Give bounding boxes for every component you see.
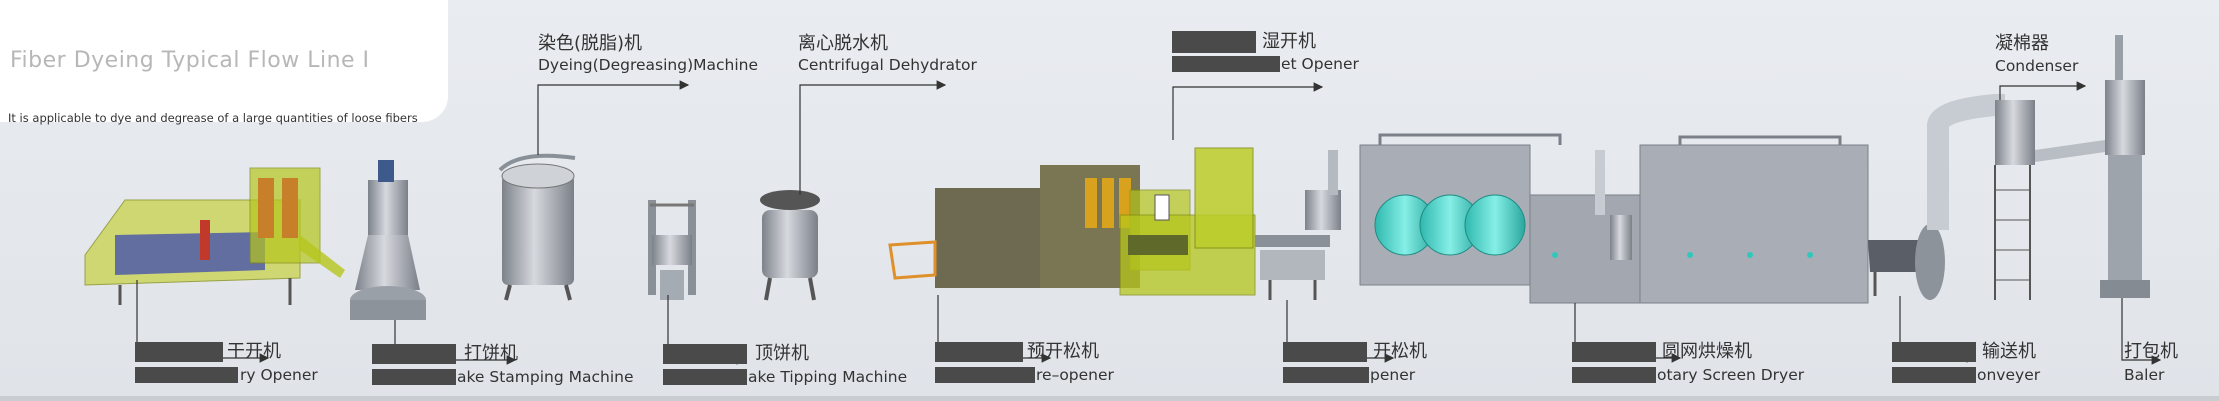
cake-tipping-machine bbox=[648, 200, 696, 300]
pre-opener-label-cn: 预开松机 bbox=[1027, 341, 1099, 362]
wet-opener-machine bbox=[1119, 147, 1256, 296]
conveyor-label-en: onveyer bbox=[1977, 366, 2041, 384]
condenser-label-cn: 凝棉器 bbox=[1995, 33, 2049, 54]
dry-opener-machine bbox=[84, 167, 345, 305]
dyeing-machine bbox=[498, 153, 576, 301]
label-redaction bbox=[135, 367, 238, 383]
wet-opener-label-en: et Opener bbox=[1281, 55, 1359, 73]
dyeing-leader-line bbox=[537, 80, 690, 155]
stamping-label-cn: 打饼机 bbox=[464, 343, 518, 364]
cake-stamping-machine bbox=[350, 160, 426, 320]
label-redaction bbox=[663, 369, 747, 385]
label-redaction bbox=[1283, 367, 1369, 383]
rotary-screen-dryer bbox=[1359, 133, 1869, 304]
dyeing-machine-label-en: Dyeing(Degreasing)Machine bbox=[538, 56, 759, 74]
label-redaction bbox=[1572, 342, 1656, 362]
dry-opener-label-en: ry Opener bbox=[240, 366, 318, 384]
pre-opener-label-en: re–opener bbox=[1036, 366, 1114, 384]
page-subtitle: It is applicable to dye and degrease of … bbox=[8, 111, 418, 125]
baler-label-cn: 打包机 bbox=[2124, 341, 2178, 362]
stamping-label-en: ake Stamping Machine bbox=[457, 368, 634, 386]
opener-label-en: pener bbox=[1370, 366, 1416, 384]
page-title: Fiber Dyeing Typical Flow Line Ⅰ bbox=[10, 48, 370, 73]
label-redaction bbox=[1283, 342, 1367, 362]
label-redaction bbox=[663, 344, 747, 364]
baler-leader-line bbox=[2121, 298, 2162, 365]
wet-opener-leader-line bbox=[1172, 82, 1324, 140]
condenser-label-en: Condenser bbox=[1995, 57, 2079, 75]
dehydrator-label-en: Centrifugal Dehydrator bbox=[798, 56, 977, 74]
condenser-machine bbox=[1927, 94, 2105, 300]
dyeing-machine-label-cn: 染色(脱脂)机 bbox=[538, 33, 643, 54]
dryer-label-en: otary Screen Dryer bbox=[1657, 366, 1805, 384]
baler-machine bbox=[2100, 35, 2150, 298]
condenser-leader-line bbox=[1999, 81, 2087, 100]
dry-opener-label-cn: 干开机 bbox=[227, 341, 281, 362]
label-redaction bbox=[935, 342, 1023, 362]
opener-machine bbox=[1255, 150, 1341, 300]
label-redaction bbox=[372, 344, 456, 364]
dryer-label-cn: 圆网烘燥机 bbox=[1662, 341, 1752, 362]
dehydrator-leader-line bbox=[799, 80, 947, 195]
baler-label-en: Baler bbox=[2124, 366, 2165, 384]
label-redaction bbox=[1172, 31, 1256, 53]
label-redaction bbox=[1172, 56, 1280, 72]
opener-label-cn: 开松机 bbox=[1373, 341, 1427, 362]
label-redaction bbox=[1892, 342, 1976, 362]
label-redaction bbox=[135, 342, 223, 362]
label-redaction bbox=[935, 367, 1035, 383]
label-redaction bbox=[372, 369, 456, 385]
title-panel: Fiber Dyeing Typical Flow Line Ⅰ It is a… bbox=[0, 0, 448, 125]
conveyor-label-cn: 输送机 bbox=[1982, 341, 2036, 362]
dehydrator-label-cn: 离心脱水机 bbox=[798, 33, 888, 54]
tipping-label-cn: 顶饼机 bbox=[755, 343, 809, 364]
floor-line bbox=[0, 396, 2219, 401]
conveyor-machine bbox=[1868, 224, 1945, 300]
tipping-label-en: ake Tipping Machine bbox=[748, 368, 908, 386]
centrifugal-dehydrator bbox=[760, 190, 820, 301]
wet-opener-label-cn: 湿开机 bbox=[1262, 31, 1316, 52]
label-redaction bbox=[1572, 367, 1656, 383]
label-redaction bbox=[1892, 367, 1976, 383]
